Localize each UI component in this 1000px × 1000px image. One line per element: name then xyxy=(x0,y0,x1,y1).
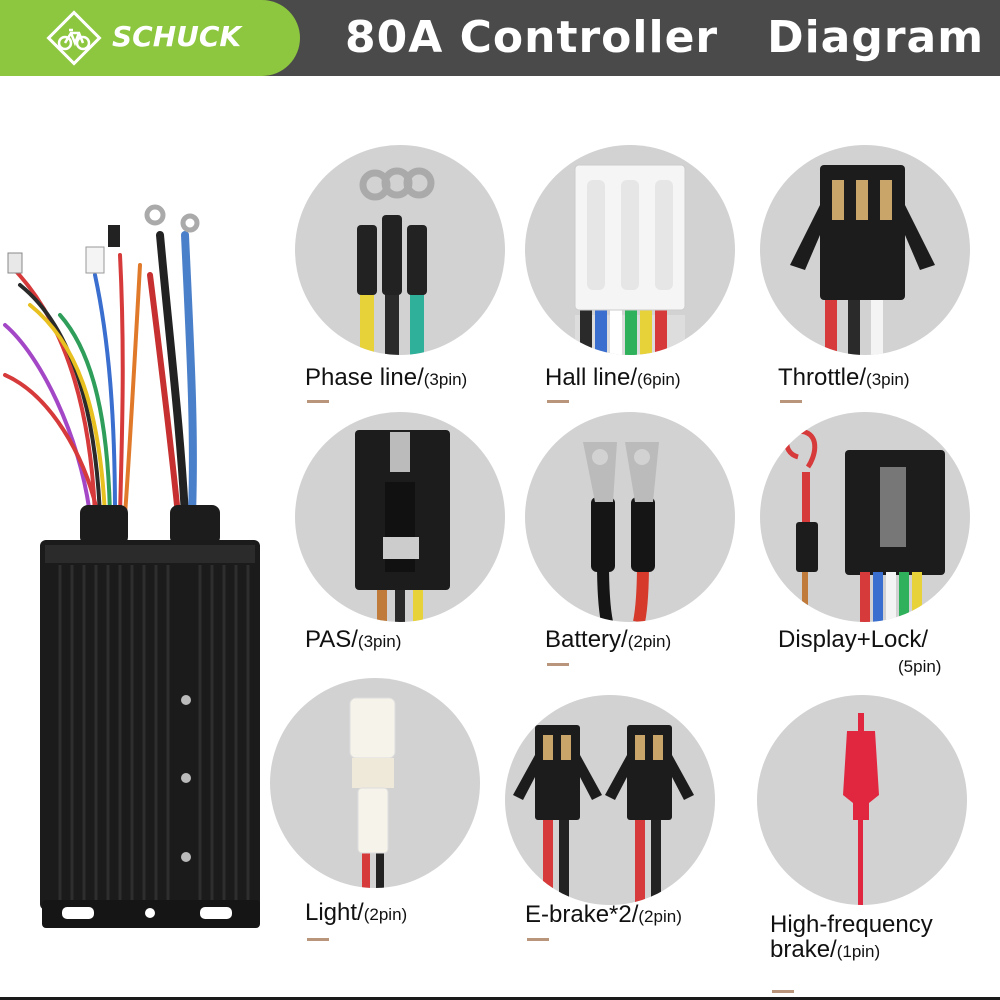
controller-box-image xyxy=(3,204,260,928)
throttle-image xyxy=(760,145,970,355)
e-brake-divider xyxy=(527,938,549,941)
e-brake-label: E-brake*2/(2pin) xyxy=(525,901,682,928)
bottom-border xyxy=(0,997,1000,1000)
hall-line-divider xyxy=(547,400,569,403)
battery-divider xyxy=(547,663,569,666)
throttle-divider xyxy=(780,400,802,403)
pas-label: PAS/(3pin) xyxy=(305,626,402,653)
light-label: Light/(2pin) xyxy=(305,899,408,926)
phase-line-divider xyxy=(307,400,329,403)
pas-image xyxy=(295,412,505,622)
e-brake-image xyxy=(505,695,715,905)
throttle-label: Throttle/(3pin) xyxy=(778,364,910,391)
battery-label: Battery/(2pin) xyxy=(545,626,672,653)
bicycle-icon xyxy=(46,10,102,66)
page-title: 80A Controller Diagram xyxy=(345,12,985,63)
phase-line-label: Phase line/(3pin) xyxy=(305,364,468,391)
battery-image xyxy=(525,412,735,622)
display-lock-image xyxy=(760,412,970,622)
brand-badge: SCHUCK xyxy=(0,0,300,76)
hall-line-label: Hall line/(6pin) xyxy=(545,364,681,391)
header-bar: SCHUCK 80A Controller Diagram xyxy=(0,0,1000,76)
display-lock-label: Display+Lock/(5pin) xyxy=(778,626,942,677)
high-frequency-brake-divider xyxy=(772,990,794,993)
light-divider xyxy=(307,938,329,941)
brand-name: SCHUCK xyxy=(112,20,242,53)
high-frequency-brake-image xyxy=(757,695,967,905)
phase-line-image xyxy=(295,145,505,355)
hall-line-image xyxy=(525,145,735,355)
light-image xyxy=(270,678,480,888)
